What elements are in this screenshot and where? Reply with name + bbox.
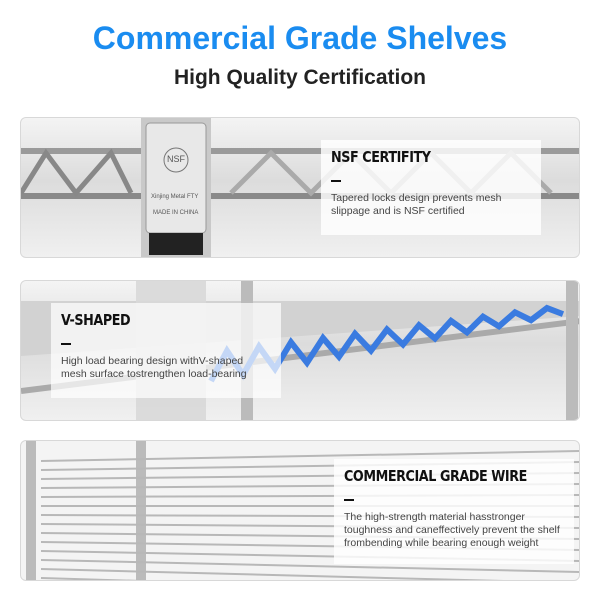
sleeve-maker: Xinjing Metal FTY (151, 194, 199, 200)
info-card: V-SHAPED High load bearing design withV-… (51, 303, 281, 398)
card-heading: V-SHAPED (61, 311, 131, 329)
divider (344, 499, 354, 501)
sleeve-logo: NSF (167, 154, 185, 164)
card-text: Tapered locks design prevents mesh slipp… (331, 192, 502, 217)
panel-nsf: NSF Xinjing Metal FTY MADE IN CHINA NSF … (20, 117, 580, 258)
info-card: COMMERCIAL GRADE WIRE The high-strength … (334, 459, 574, 564)
panel-v-shaped: V-SHAPED High load bearing design withV-… (20, 280, 580, 421)
divider (331, 180, 341, 182)
wire-rod (40, 559, 579, 573)
panel-wire: COMMERCIAL GRADE WIRE The high-strength … (20, 440, 580, 581)
page-title: Commercial Grade Shelves (92, 20, 508, 56)
divider (61, 343, 71, 345)
card-text: The high-strength material hasstronger t… (344, 511, 560, 549)
wire-rod (40, 450, 579, 462)
wire-rod (40, 568, 504, 580)
card-heading: COMMERCIAL GRADE WIRE (344, 467, 527, 485)
wire-rod (40, 577, 143, 580)
card-text: High load bearing design withV-shaped me… (61, 355, 247, 380)
sleeve-origin: MADE IN CHINA (153, 210, 199, 216)
page-subtitle: High Quality Certification (173, 66, 427, 89)
card-heading: NSF CERTIFITY (331, 148, 431, 166)
info-card: NSF CERTIFITY Tapered locks design preve… (321, 140, 541, 235)
